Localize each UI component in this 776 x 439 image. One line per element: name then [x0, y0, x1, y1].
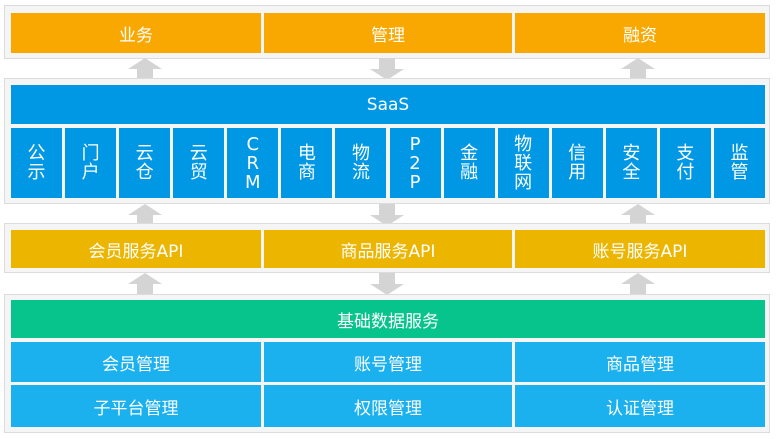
saas-module-char: C: [246, 133, 260, 155]
saas-module-10: 信用: [551, 128, 603, 198]
saas-module-11: 安全: [605, 128, 657, 198]
arrow-up-icon: [621, 58, 655, 80]
base-title: 基础数据服务: [11, 300, 765, 338]
saas-module-char: 2: [409, 152, 421, 174]
saas-module-char: 融: [460, 162, 479, 183]
saas-module-char: 安: [622, 143, 641, 164]
saas-module-char: 支: [676, 143, 695, 164]
saas-module-char: 监: [730, 143, 749, 164]
saas-module-9: 物联网: [497, 128, 549, 198]
saas-module-char: 用: [568, 162, 587, 183]
saas-module-char: 信: [568, 143, 587, 164]
saas-module-1: 门户: [65, 128, 117, 198]
api-cell-product-service: 商品服务API: [264, 230, 512, 268]
base-cell-permission-management: 权限管理: [264, 385, 512, 427]
base-cell-product-management: 商品管理: [515, 342, 765, 382]
saas-module-char: 云: [135, 143, 154, 164]
saas-module-char: 云: [189, 143, 208, 164]
base-cell-member-management: 会员管理: [11, 342, 261, 382]
base-cell-authentication-management: 认证管理: [515, 385, 765, 427]
saas-module-char: 付: [676, 162, 695, 183]
api-cell-member-service: 会员服务API: [11, 230, 261, 268]
saas-title: SaaS: [11, 85, 765, 124]
base-cell-subplatform-management: 子平台管理: [11, 385, 261, 427]
saas-module-3: 云贸: [173, 128, 225, 198]
saas-module-char: 流: [351, 162, 370, 183]
saas-module-char: 金: [460, 143, 479, 164]
saas-module-0: 公示: [11, 128, 63, 198]
saas-module-char: 仓: [135, 162, 154, 183]
arrow-down-icon: [370, 204, 404, 226]
arrow-down-icon: [370, 273, 404, 295]
saas-module-char: P: [409, 171, 421, 193]
saas-module-char: 示: [27, 162, 46, 183]
arrow-up-icon: [128, 204, 162, 226]
saas-module-char: 户: [81, 162, 100, 183]
api-cell-account-service: 账号服务API: [515, 230, 765, 268]
saas-module-char: R: [246, 152, 260, 174]
saas-module-8: 金融: [443, 128, 495, 198]
arrow-down-icon: [370, 58, 404, 80]
saas-module-char: 联: [514, 152, 533, 174]
saas-module-char: 全: [622, 162, 641, 183]
saas-module-char: 商: [297, 162, 316, 183]
top-cell-financing: 融资: [515, 13, 765, 53]
top-cell-business: 业务: [11, 13, 261, 53]
saas-module-char: 物: [351, 143, 370, 164]
base-cell-account-management: 账号管理: [264, 342, 512, 382]
saas-module-13: 监管: [713, 128, 765, 198]
arrow-up-icon: [128, 273, 162, 295]
saas-module-5: 电商: [281, 128, 333, 198]
saas-module-char: 网: [514, 171, 533, 193]
top-cell-management: 管理: [264, 13, 512, 53]
saas-module-char: 公: [27, 143, 46, 164]
saas-module-char: 贸: [189, 162, 208, 183]
saas-module-12: 支付: [659, 128, 711, 198]
saas-module-char: 管: [730, 162, 749, 183]
saas-module-char: 门: [81, 143, 100, 164]
saas-module-char: 电: [297, 143, 316, 164]
saas-module-6: 物流: [335, 128, 387, 198]
arrow-up-icon: [621, 204, 655, 226]
saas-module-char: 物: [514, 133, 533, 155]
saas-module-char: M: [245, 171, 261, 193]
arrow-up-icon: [128, 58, 162, 80]
saas-module-2: 云仓: [119, 128, 171, 198]
arrow-up-icon: [621, 273, 655, 295]
saas-module-char: P: [409, 133, 421, 155]
